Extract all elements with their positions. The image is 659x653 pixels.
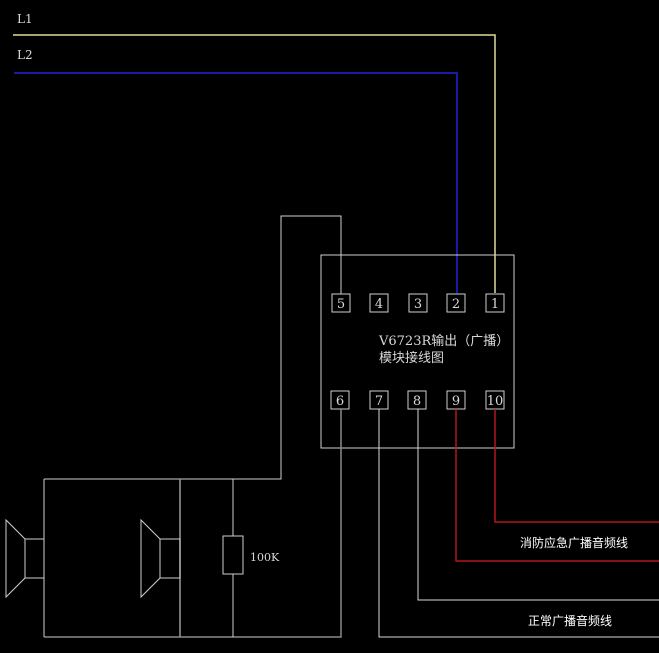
emergency-audio-wire-pin10 xyxy=(494,409,659,523)
pin6-wire xyxy=(44,409,342,638)
pin-10-label: 10 xyxy=(487,394,504,409)
pin-1-label: 1 xyxy=(491,297,499,312)
pin-4 xyxy=(369,293,389,313)
pin-3 xyxy=(408,293,428,313)
pin-2 xyxy=(446,293,466,313)
pin-1 xyxy=(485,293,505,313)
pin-4-label: 4 xyxy=(375,297,383,312)
pin-3-label: 3 xyxy=(414,297,422,312)
l1-label: L1 xyxy=(17,12,33,26)
pin-9-label: 9 xyxy=(452,394,460,409)
l2-wire xyxy=(14,72,458,293)
pin-2-label: 2 xyxy=(452,297,460,312)
pin-6-label: 6 xyxy=(336,394,344,409)
normal-audio-wire-pin8 xyxy=(417,409,659,601)
normal-audio-wire-pin7 xyxy=(378,409,659,638)
pin-8-label: 8 xyxy=(413,394,421,409)
emergency-audio-wire-pin9 xyxy=(455,409,659,562)
l2-label: L2 xyxy=(17,48,33,62)
pin-7-label: 7 xyxy=(375,394,383,409)
pins-bottom: 6 7 8 9 10 xyxy=(330,390,505,410)
pin-5-label: 5 xyxy=(337,297,345,312)
pin-6 xyxy=(330,390,350,410)
pin-8 xyxy=(407,390,427,410)
normal-line-label: 正常广播音频线 xyxy=(528,613,612,628)
pins-top: 5 4 3 2 1 xyxy=(331,293,505,313)
speaker-icon xyxy=(140,518,181,599)
resistor-100k xyxy=(222,535,244,575)
speaker-icon xyxy=(5,518,45,599)
module-title-line1: V6723R输出（广播） xyxy=(378,333,509,349)
pin5-wire xyxy=(44,215,342,480)
resistor-label: 100K xyxy=(250,551,280,564)
emergency-line-label: 消防应急广播音频线 xyxy=(520,535,628,550)
l1-wire xyxy=(13,34,496,293)
module-title-line2: 模块接线图 xyxy=(379,350,444,366)
